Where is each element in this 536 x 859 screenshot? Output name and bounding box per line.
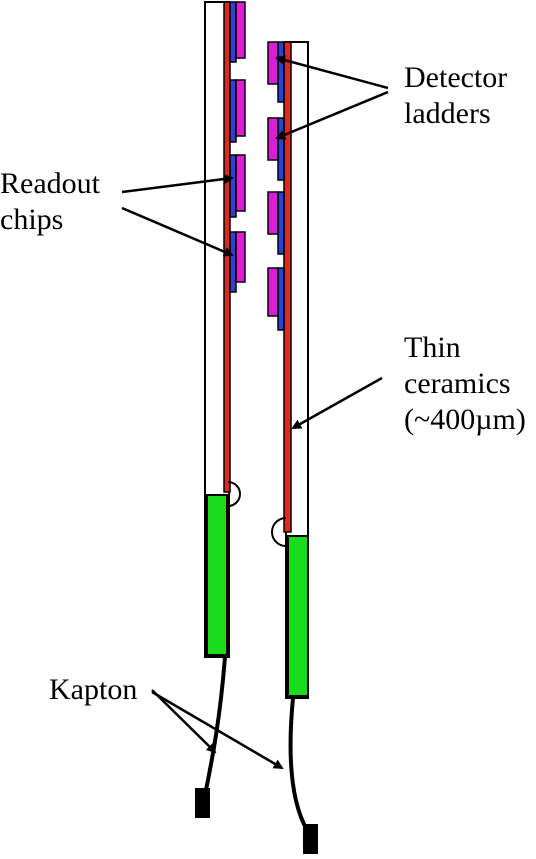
- right-ladder: [277, 117, 285, 181]
- left-wire-bond: [227, 481, 241, 507]
- label-line: ladders: [404, 97, 491, 130]
- right-kapton-cable: [288, 697, 309, 831]
- left-readout-chip: [235, 231, 246, 283]
- label-readout-chips: Readout chips: [0, 166, 100, 238]
- right-readout-chip: [267, 117, 279, 161]
- right-kapton-connector: [303, 824, 318, 854]
- right-ladder: [277, 191, 285, 255]
- left-readout-chip: [235, 1, 246, 59]
- left-readout-chip: [235, 79, 246, 137]
- right-ladder: [277, 267, 285, 331]
- left-kapton-connector: [195, 788, 210, 818]
- left-ladder: [229, 231, 237, 293]
- right-readout-chip: [267, 267, 279, 317]
- label-line: Thin: [404, 331, 461, 364]
- arrow-detector-ladders-1: [275, 55, 389, 90]
- left-ladder: [229, 79, 237, 143]
- callout-arrows: [121, 55, 389, 770]
- left-stave: [195, 1, 246, 818]
- arrow-detector-ladders-2: [275, 90, 389, 140]
- arrow-readout-chips-2: [121, 206, 234, 257]
- label-line: ceramics: [404, 367, 511, 400]
- right-readout-chip: [267, 191, 279, 235]
- arrow-thin-ceramics: [291, 376, 383, 430]
- label-thin-ceramics: Thin ceramics (~400µm): [404, 330, 526, 438]
- left-hybrid: [206, 494, 228, 656]
- right-hybrid: [287, 535, 309, 697]
- label-line: (~400µm): [404, 403, 526, 436]
- left-ladder: [229, 1, 237, 63]
- right-thin-ceramic: [283, 41, 292, 533]
- right-readout-chip: [267, 41, 279, 85]
- left-readout-chip: [235, 154, 246, 212]
- label-kapton: Kapton: [49, 673, 138, 706]
- arrow-readout-chips-1: [121, 174, 234, 194]
- arrow-kapton-1: [151, 689, 217, 754]
- right-stave: [267, 41, 318, 854]
- label-line: Detector: [404, 61, 508, 94]
- right-wire-bond: [271, 517, 287, 547]
- label-detector-ladders: Detector ladders: [404, 60, 507, 132]
- right-ladder: [277, 41, 285, 103]
- left-thin-ceramic: [223, 1, 231, 493]
- label-line: chips: [0, 203, 64, 236]
- left-ladder: [229, 154, 237, 218]
- label-line: Readout: [0, 167, 100, 200]
- left-kapton-cable: [204, 656, 227, 791]
- arrow-kapton-2: [151, 690, 284, 770]
